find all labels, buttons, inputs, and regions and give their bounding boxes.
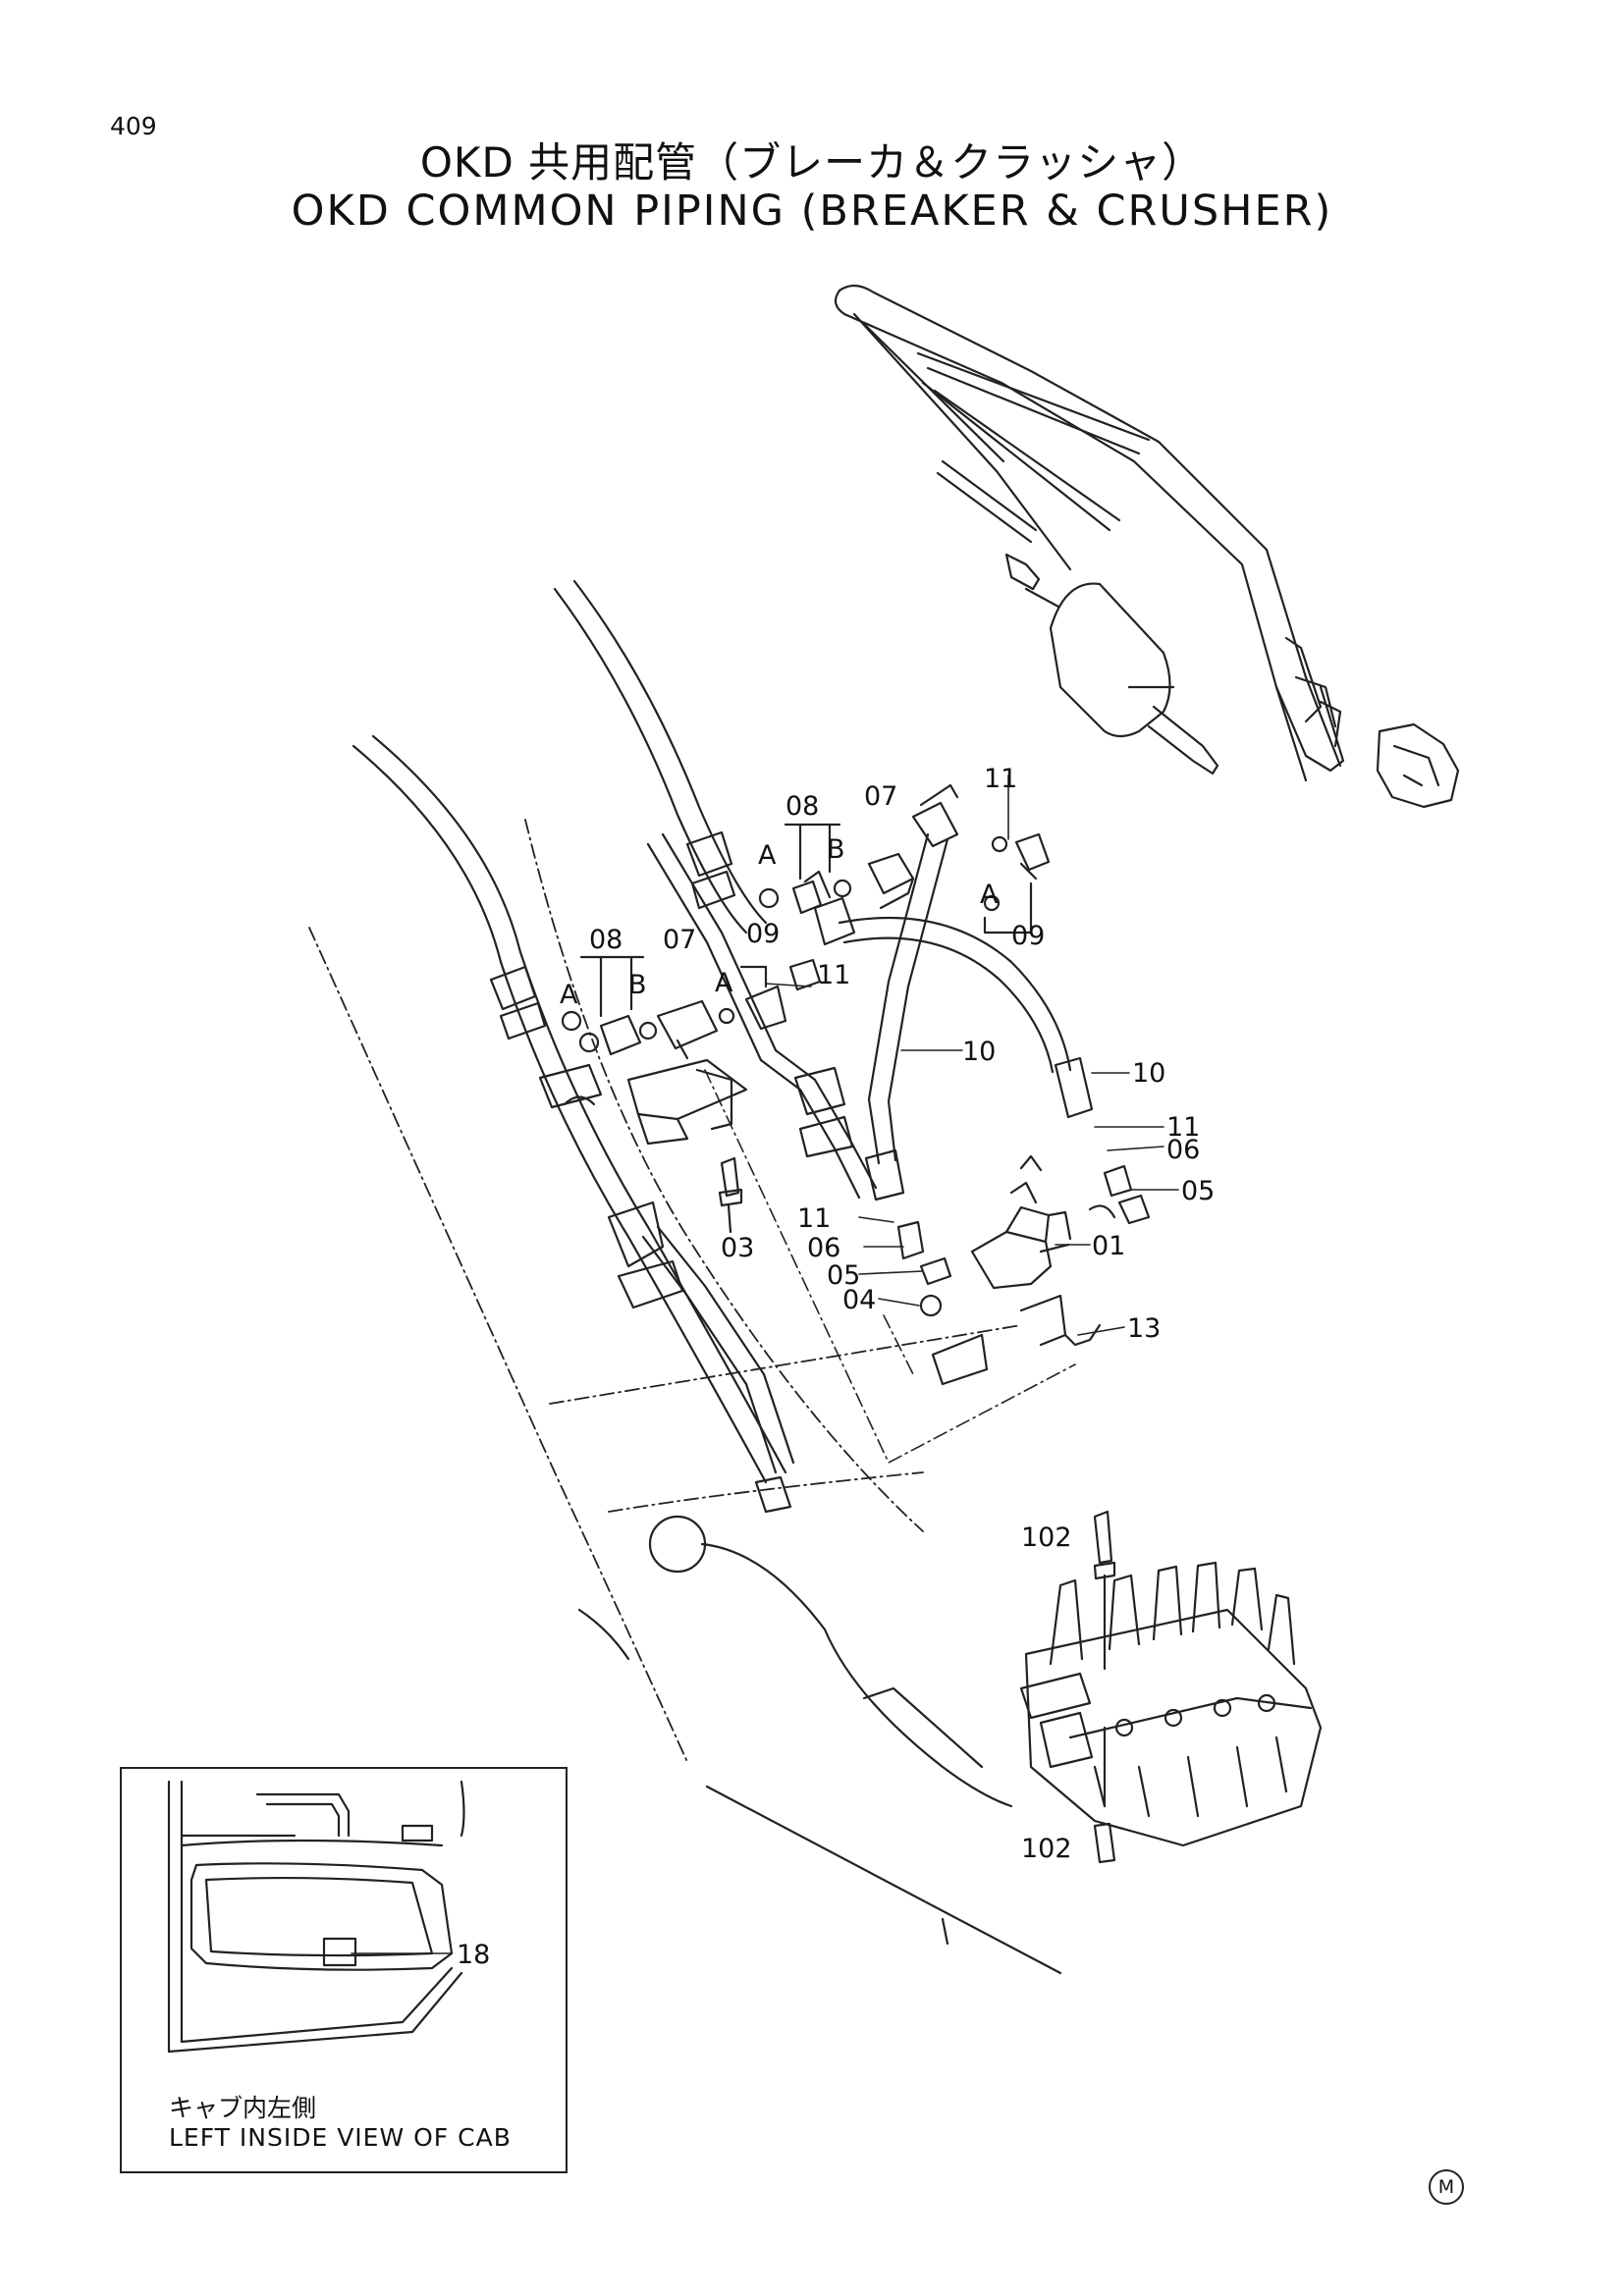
callout-10-left: 10	[962, 1037, 996, 1067]
callout-07-left: 07	[663, 925, 696, 955]
cab-inset-drawing	[167, 1780, 465, 2054]
callout-08-left: 08	[589, 925, 623, 955]
callout-13: 13	[1127, 1313, 1161, 1344]
m-mark: M	[1429, 2169, 1464, 2205]
callout-08-upper: 08	[785, 791, 819, 822]
callout-a-left: A	[560, 980, 578, 1010]
bracket-03-drawing	[626, 1058, 748, 1234]
callout-09-mid: 09	[746, 919, 780, 949]
hose-10-drawing	[813, 783, 1094, 1201]
callout-05-low: 05	[827, 1260, 860, 1291]
inset-caption-english: LEFT INSIDE VIEW OF CAB	[169, 2123, 512, 2152]
callout-10-right: 10	[1132, 1058, 1165, 1089]
arm-contour-drawing	[308, 819, 1022, 1763]
callout-102-bottom: 102	[1021, 1834, 1072, 1864]
callout-06-low: 06	[807, 1233, 840, 1263]
control-valve-drawing	[1019, 1510, 1323, 1864]
callout-11-low: 11	[797, 1203, 831, 1234]
callout-06-right: 06	[1166, 1135, 1200, 1165]
assembly-frame	[704, 1069, 1076, 1464]
callout-11-mid: 11	[817, 960, 850, 990]
cab-inset-frame	[120, 1767, 568, 2173]
callout-11-top: 11	[984, 764, 1017, 794]
callout-04: 04	[842, 1285, 876, 1315]
upper-fitting-group-drawing	[758, 823, 1051, 934]
left-fitting-group-drawing	[561, 955, 822, 1060]
callout-b-upper: B	[827, 834, 845, 865]
page-number: 409	[110, 112, 157, 140]
callout-01: 01	[1092, 1231, 1125, 1261]
callout-18: 18	[457, 1940, 490, 1970]
callout-a-mid: A	[715, 968, 733, 998]
manifold-01-drawing	[896, 1154, 1151, 1386]
callout-07-upper: 07	[864, 781, 897, 812]
hose-fittings-drawing	[489, 830, 854, 1514]
callout-a-right: A	[980, 880, 999, 910]
boom-with-breaker-drawing	[834, 284, 1460, 809]
callout-b-left: B	[628, 970, 647, 1000]
boom-hoses-drawing	[352, 579, 878, 1484]
title-japanese: OKD 共用配管（ブレーカ＆クラッシャ）	[419, 138, 1205, 187]
callout-05-right: 05	[1181, 1176, 1215, 1206]
callout-labels: 08 07 11 A B A 09 08 07 09 A B A 11 10 1…	[457, 764, 1215, 1970]
callout-03: 03	[721, 1233, 754, 1263]
callout-102-top: 102	[1021, 1522, 1072, 1553]
title-english: OKD COMMON PIPING (BREAKER & CRUSHER)	[291, 187, 1333, 236]
arm-lower-drawing	[577, 1515, 1062, 1975]
callout-09-right: 09	[1011, 921, 1045, 951]
inset-caption-japanese: キャブ内左側	[169, 2094, 317, 2122]
callout-11-right: 11	[1166, 1112, 1200, 1143]
callout-a-upper: A	[758, 840, 777, 871]
